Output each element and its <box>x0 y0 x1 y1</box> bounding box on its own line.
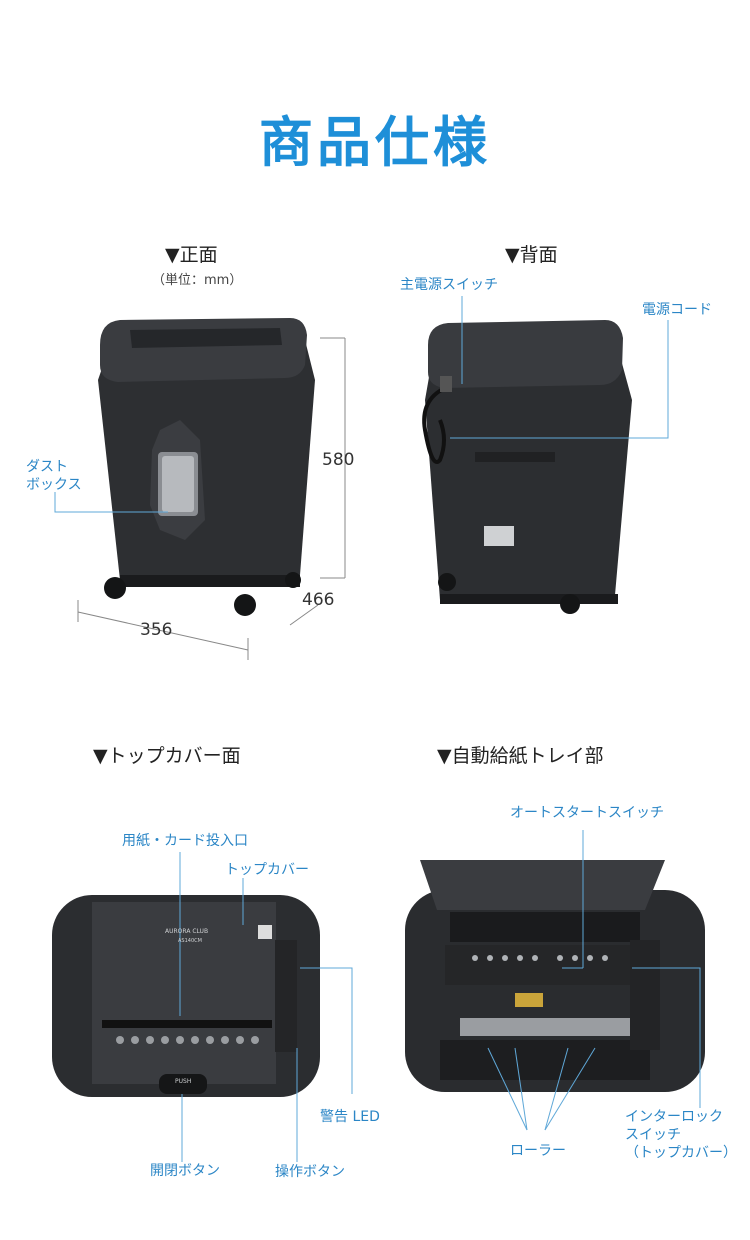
page-title: 商品仕様 <box>259 111 491 174</box>
top-cover-image <box>52 895 320 1097</box>
front-heading: ▼正面 <box>165 244 218 266</box>
power-cord-callout: 電源コード <box>642 302 712 318</box>
dust-box-callout: ダスト ボックス <box>26 458 82 494</box>
dim-depth: 466 <box>302 590 335 610</box>
interlock-callout: インターロック スイッチ （トップカバー） <box>625 1108 737 1162</box>
auto-heading: ▼自動給紙トレイ部 <box>437 745 604 767</box>
open-button-callout: 開閉ボタン <box>150 1163 220 1179</box>
dust-box-label: ダスト ボックス <box>26 459 82 493</box>
auto-start-callout: オートスタートスイッチ <box>510 805 664 821</box>
top-cover-callout: トップカバー <box>225 862 309 878</box>
dim-height: 580 <box>322 450 355 470</box>
operation-button-callout: 操作ボタン <box>275 1164 345 1180</box>
warning-led-callout: 警告 LED <box>320 1109 380 1125</box>
roller-callout: ローラー <box>510 1143 566 1159</box>
front-unit-label: （単位：mm） <box>152 273 243 288</box>
interlock-label: インターロック スイッチ （トップカバー） <box>625 1109 737 1161</box>
push-label: PUSH <box>175 1078 192 1085</box>
brand-logo: AURORA CLUB <box>165 928 209 935</box>
back-shredder-image <box>422 320 632 614</box>
top-heading: ▼トップカバー面 <box>93 745 241 767</box>
front-shredder-image <box>98 318 315 616</box>
main-switch-callout: 主電源スイッチ <box>400 277 498 293</box>
auto-feed-image <box>405 860 705 1092</box>
model-label: AS140CM <box>178 938 202 944</box>
dim-width: 356 <box>140 620 173 640</box>
back-heading: ▼背面 <box>505 244 558 266</box>
slot-callout: 用紙・カード投入口 <box>122 833 248 849</box>
